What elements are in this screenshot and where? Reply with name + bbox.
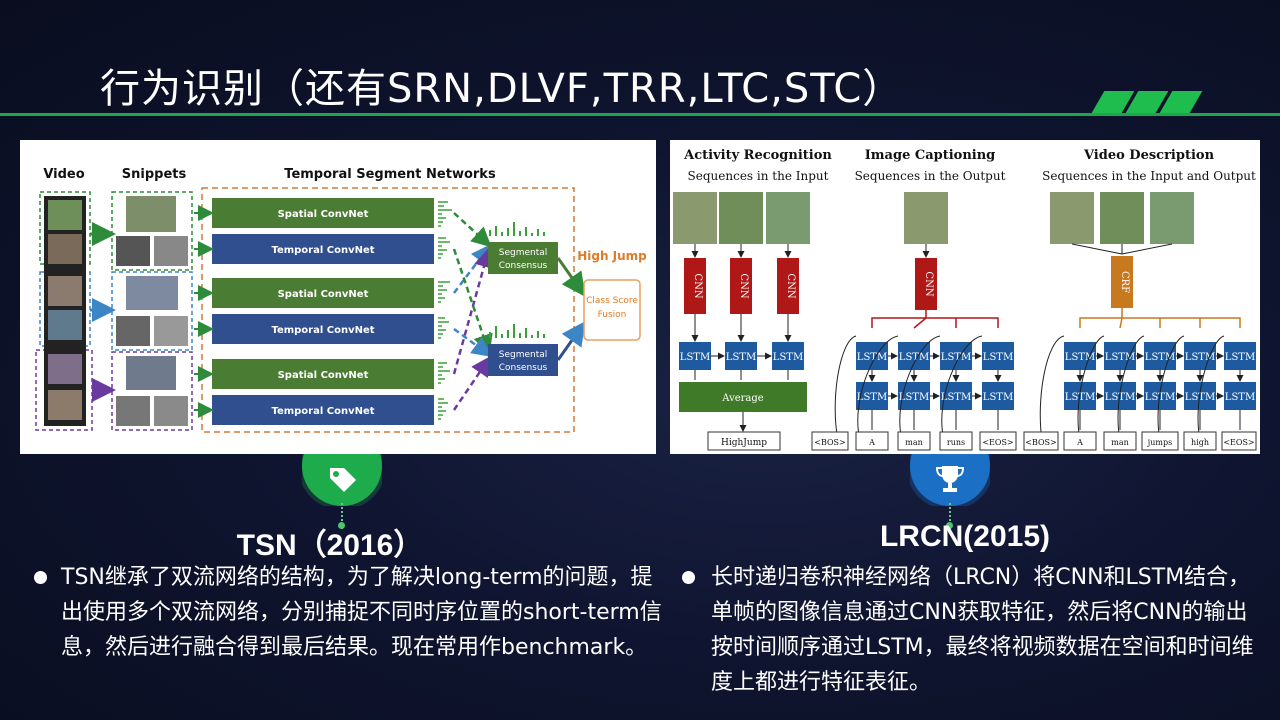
svg-text:high: high (1191, 438, 1209, 447)
svg-text:Consensus: Consensus (499, 363, 548, 373)
svg-text:Image Captioning: Image Captioning (865, 148, 996, 163)
svg-text:LSTM: LSTM (680, 352, 710, 363)
svg-text:Segmental: Segmental (499, 248, 548, 258)
svg-text:Sequences in the Input: Sequences in the Input (688, 169, 829, 183)
svg-text:Activity Recognition: Activity Recognition (683, 148, 832, 163)
svg-text:LSTM: LSTM (1065, 392, 1095, 403)
tsn-figure: Video Snippets Temporal Segment Networks (20, 140, 656, 454)
svg-text:CNN: CNN (923, 271, 934, 296)
svg-text:jumps: jumps (1147, 438, 1172, 447)
input-frames (673, 192, 1194, 244)
svg-text:LSTM: LSTM (1185, 352, 1215, 363)
svg-text:LSTM: LSTM (1225, 352, 1255, 363)
svg-text:<BOS>: <BOS> (1025, 438, 1056, 447)
svg-text:<BOS>: <BOS> (814, 438, 845, 447)
svg-text:LSTM: LSTM (899, 392, 929, 403)
svg-text:Spatial ConvNet: Spatial ConvNet (278, 289, 369, 300)
svg-text:A: A (868, 438, 875, 447)
high-jump-label: High Jump (577, 249, 647, 263)
left-connector (341, 503, 343, 529)
col-video-label: Video (43, 167, 84, 182)
svg-text:LSTM: LSTM (857, 352, 887, 363)
bullet-left (34, 571, 47, 584)
svg-text:LSTM: LSTM (773, 352, 803, 363)
svg-text:LSTM: LSTM (941, 352, 971, 363)
lstm-video-description: LSTM LSTM LSTM LSTM LSTM LSTM LSTM LSTM … (1023, 308, 1257, 451)
convnet-blocks: Spatial ConvNet Temporal ConvNet Spatial… (212, 198, 434, 425)
svg-text:LSTM: LSTM (726, 352, 756, 363)
svg-text:CNN: CNN (692, 273, 703, 298)
lstm-activity: LSTM LSTM LSTM Average HighJump (679, 314, 807, 451)
svg-text:<EOS>: <EOS> (982, 438, 1013, 447)
video-frames (35, 191, 93, 431)
score-bars (438, 201, 452, 420)
svg-text:LSTM: LSTM (1185, 392, 1215, 403)
svg-text:Segmental: Segmental (499, 350, 548, 360)
svg-text:man: man (905, 438, 923, 447)
svg-text:CRF: CRF (1119, 271, 1130, 293)
caption-tokens: <BOS> A man runs <EOS> (811, 431, 1017, 451)
svg-text:CNN: CNN (785, 273, 796, 298)
lrcn-heading: LRCN(2015) (879, 520, 1051, 553)
svg-text:Sequences in the Output: Sequences in the Output (855, 169, 1006, 183)
lrcn-figure: Activity Recognition Sequences in the In… (670, 140, 1260, 454)
lrcn-description: 长时递归卷积神经网络（LRCN）将CNN和LSTM结合，单帧的图像信息通过CNN… (711, 565, 1254, 695)
description-tokens: <BOS> A man jumps high <EOS> (1023, 431, 1257, 451)
bullet-right (682, 571, 695, 584)
svg-text:Temporal ConvNet: Temporal ConvNet (271, 406, 374, 417)
right-connector (949, 503, 951, 529)
svg-text:Consensus: Consensus (499, 261, 548, 271)
svg-text:man: man (1111, 438, 1129, 447)
svg-text:HighJump: HighJump (721, 438, 767, 448)
svg-text:Sequences in the Input and Out: Sequences in the Input and Output (1042, 169, 1256, 183)
svg-text:Class Score: Class Score (586, 296, 638, 306)
cnn-blocks: CNN CNN CNN CNN CRF (684, 243, 1173, 314)
svg-text:LSTM: LSTM (983, 392, 1013, 403)
svg-text:LSTM: LSTM (899, 352, 929, 363)
col-tsn-label: Temporal Segment Networks (284, 167, 496, 182)
tsn-heading: TSN（2016） (236, 529, 424, 562)
svg-text:runs: runs (947, 438, 965, 447)
consensus-blocks: Segmental Consensus Segmental Consensus (488, 222, 558, 376)
svg-text:LSTM: LSTM (983, 352, 1013, 363)
svg-text:Fusion: Fusion (598, 310, 627, 320)
svg-text:LSTM: LSTM (1105, 392, 1135, 403)
col-snippets-label: Snippets (122, 167, 187, 182)
svg-text:<EOS>: <EOS> (1223, 438, 1254, 447)
slide-title: 行为识别（还有SRN,DLVF,TRR,LTC,STC） (100, 66, 904, 112)
svg-text:LSTM: LSTM (1065, 352, 1095, 363)
svg-text:LSTM: LSTM (1105, 352, 1135, 363)
title-divider (0, 113, 1280, 116)
svg-text:LSTM: LSTM (857, 392, 887, 403)
svg-text:Spatial ConvNet: Spatial ConvNet (278, 370, 369, 381)
right-connector-dot (946, 522, 953, 529)
svg-text:CNN: CNN (738, 273, 749, 298)
left-connector-dot (338, 522, 345, 529)
svg-text:Average: Average (721, 393, 764, 404)
svg-text:LSTM: LSTM (941, 392, 971, 403)
lstm-captioning: LSTM LSTM LSTM LSTM LSTM LSTM LSTM LSTM (811, 310, 1017, 451)
svg-text:LSTM: LSTM (1225, 392, 1255, 403)
svg-text:Temporal ConvNet: Temporal ConvNet (271, 245, 374, 256)
svg-text:Video Description: Video Description (1083, 148, 1215, 163)
svg-text:LSTM: LSTM (1145, 352, 1175, 363)
svg-text:A: A (1076, 438, 1083, 447)
svg-text:Temporal ConvNet: Temporal ConvNet (271, 325, 374, 336)
tsn-description: TSN继承了双流网络的结构，为了解决long-term的问题，提出使用多个双流网… (61, 565, 662, 660)
svg-text:LSTM: LSTM (1145, 392, 1175, 403)
svg-text:Spatial ConvNet: Spatial ConvNet (278, 209, 369, 220)
